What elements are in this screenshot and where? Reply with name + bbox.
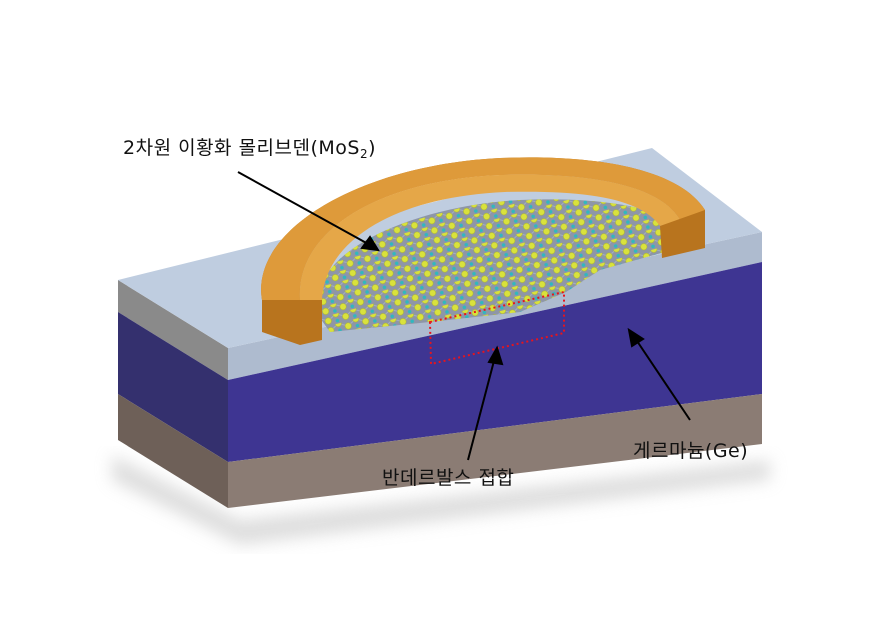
vdw-junction-highlight [428,290,565,366]
label-mos2-subscript: 2 [359,147,369,161]
label-germanium: 게르마늄(Ge) [633,440,749,462]
annotation-arrows [237,171,691,461]
arrow-head-mos2 [360,235,380,252]
block-left-face [118,280,228,508]
arrow-head-vdw [487,345,504,366]
arrow-head-ge [627,327,645,348]
arrow-ge [634,337,691,421]
label-mos2-text: 2차원 이황화 몰리브덴(MoS [123,137,360,159]
block-shadow [112,455,770,545]
arrow-vdw [467,356,496,461]
gold-electrode [261,157,705,345]
substrate-layer [228,394,762,508]
label-mos2-tail: ) [368,137,377,159]
label-mos2: 2차원 이황화 몰리브덴(MoS2) [123,133,376,161]
label-vdw-junction: 반데르발스 접합 [382,467,515,489]
arrow-mos2 [237,171,371,246]
mos2-lattice [317,199,690,332]
